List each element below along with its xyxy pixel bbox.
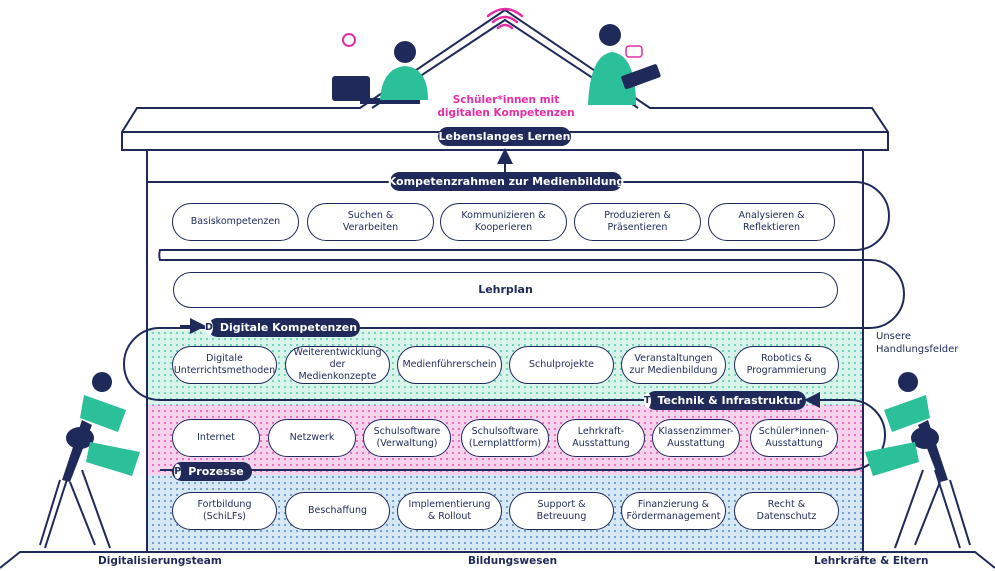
kompetenzrahmen-item: Produzieren & Präsentieren bbox=[574, 203, 701, 241]
digitale-title-text: Digitale Kompetenzen bbox=[219, 321, 358, 334]
kompetenzrahmen-title: Kompetenzrahmen zur Medienbildung bbox=[388, 172, 624, 191]
roof-goal-text: Schüler*innen mit digitalen Kompetenzen bbox=[437, 94, 575, 119]
digitale-item: Schulprojekte bbox=[509, 346, 614, 384]
flow-path bbox=[123, 181, 905, 471]
digitale-item: Weiterentwicklung der Medienkonzepte bbox=[285, 346, 390, 384]
lehrplan-pill: Lehrplan bbox=[173, 272, 838, 308]
prozesse-item: Fortbildung (SchiLFs) bbox=[172, 492, 277, 530]
wifi-icon bbox=[486, 7, 524, 30]
technik-item: Lehrkraft- Ausstattung bbox=[557, 419, 645, 457]
prozesse-item: Beschaffung bbox=[285, 492, 390, 530]
digitale-item: Digitale Unterrichtsmethoden bbox=[172, 346, 277, 384]
digitale-item: Robotics & Programmierung bbox=[734, 346, 839, 384]
prozesse-badge: P bbox=[174, 464, 182, 479]
kompetenzrahmen-item: Basiskompetenzen bbox=[172, 203, 299, 241]
technik-item: Schulsoftware (Lernplattform) bbox=[461, 419, 549, 457]
bottom-center-label: Bildungswesen bbox=[468, 555, 558, 567]
prozesse-item: Implementierung & Rollout bbox=[397, 492, 502, 530]
technik-title-text: Technik & Infrastruktur bbox=[657, 394, 802, 407]
prozesse-item: Finanzierung & Fördermanagement bbox=[621, 492, 726, 530]
technik-badge: T bbox=[644, 393, 651, 408]
technik-item: Klassenzimmer- Ausstattung bbox=[652, 419, 740, 457]
bottom-left-label: Digitalisierungsteam bbox=[98, 555, 222, 567]
digitale-item: Medienführerschein bbox=[397, 346, 502, 384]
people-pushing-left-illustration bbox=[39, 372, 140, 549]
digitale-badge: D bbox=[204, 320, 213, 335]
technik-item: Schulsoftware (Verwaltung) bbox=[363, 419, 451, 457]
technik-item: Schüler*innen- Ausstattung bbox=[750, 419, 838, 457]
lifelong-learning-tag: Lebenslanges Lernen bbox=[438, 127, 571, 146]
handlungsfelder-label: Unsere Handlungsfelder bbox=[876, 331, 959, 355]
person-with-laptop-illustration bbox=[332, 33, 428, 104]
digitale-kompetenzen-title: D Digitale Kompetenzen bbox=[204, 318, 360, 337]
prozesse-title-text: Prozesse bbox=[188, 465, 244, 478]
ground bbox=[0, 551, 995, 569]
bottom-right-label: Lehrkräfte & Eltern bbox=[814, 555, 929, 567]
technik-title: T Technik & Infrastruktur bbox=[644, 391, 806, 410]
prozesse-item: Recht & Datenschutz bbox=[734, 492, 839, 530]
kompetenzrahmen-item: Suchen & Verarbeiten bbox=[307, 203, 434, 241]
digitale-item: Veranstaltungen zur Medienbildung bbox=[621, 346, 726, 384]
kompetenzrahmen-item: Analysieren & Reflektieren bbox=[708, 203, 835, 241]
prozesse-title: P Prozesse bbox=[172, 462, 252, 481]
person-with-tablet-illustration bbox=[588, 24, 661, 105]
technik-item: Internet bbox=[172, 419, 260, 457]
people-pushing-right-illustration bbox=[865, 372, 971, 549]
technik-item: Netzwerk bbox=[268, 419, 356, 457]
prozesse-item: Support & Betreuung bbox=[509, 492, 614, 530]
kompetenzrahmen-item: Kommunizieren & Kooperieren bbox=[440, 203, 567, 241]
